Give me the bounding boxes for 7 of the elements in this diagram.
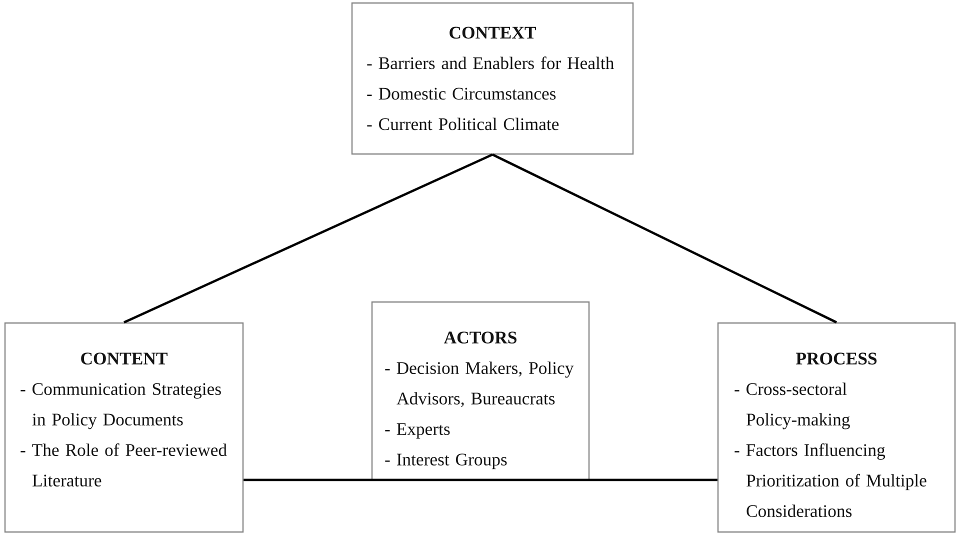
connector-line <box>124 154 493 324</box>
text-box: PROCESS - Cross-sectoral Policy-making - Factors Influencing Prioritization of Multiple Considerations <box>717 322 956 533</box>
text-box: CONTENT - Communication Strategies in Policy Documents - The Role of Peer-reviewed Literature <box>4 322 244 533</box>
text-box: CONTEXT - Barriers and Enablers for Health - Domestic Circumstances - Current Political Climate <box>351 2 634 155</box>
connector-line <box>244 478 718 482</box>
text-box: ACTORS - Decision Makers, Policy Advisors, Bureaucrats - Experts - Interest Groups <box>371 301 590 481</box>
connector-line <box>492 154 838 324</box>
